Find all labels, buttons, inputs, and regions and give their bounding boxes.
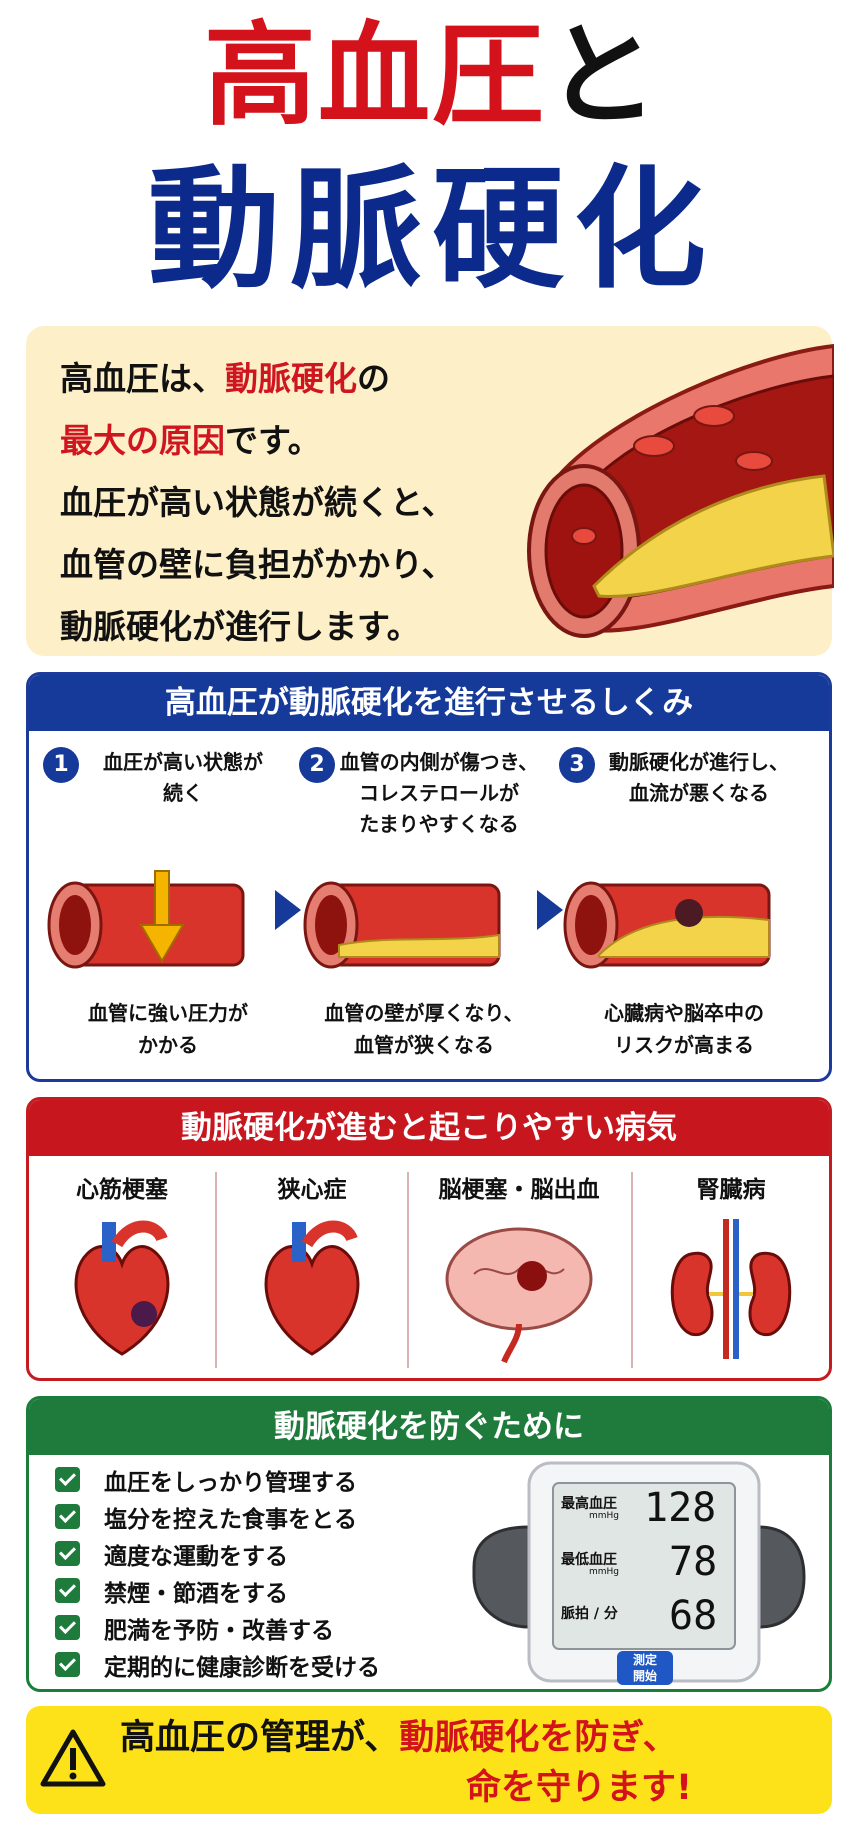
intro-l2a: 最大の原因 [60, 421, 225, 460]
monitor-dia-label: 最低血圧 [561, 1552, 617, 1568]
prevention-item: 適度な運動をする [55, 1535, 380, 1572]
title-arteriosclerosis: 動脈硬化 [148, 153, 716, 307]
prevention-heading: 動脈硬化を防ぐために [29, 1399, 829, 1455]
blood-vessel-cross-section-icon [527, 343, 834, 638]
vessel-blocked-icon [563, 881, 771, 969]
disease-stroke: 脳梗塞・脳出血 [409, 1156, 629, 1378]
prevention-item: 定期的に健康診断を受ける [55, 1646, 380, 1683]
monitor-unit: mmHg [589, 1511, 620, 1521]
prevention-panel: 動脈硬化を防ぐために 血圧をしっかり管理する 塩分を控えた食事をとる 適度な運動… [26, 1396, 832, 1692]
intro-l4: 血管の壁に負担がかかり、 [60, 545, 455, 584]
disease-kidney: 腎臓病 [633, 1156, 829, 1378]
intro-l2b: です。 [225, 421, 321, 460]
footer-line-1: 高血圧の管理が、動脈硬化を防ぎ、 [120, 1714, 678, 1762]
footer-line-2: 命を守ります! [466, 1768, 692, 1808]
checkbox-icon [55, 1615, 80, 1640]
prevention-item: 禁煙・節酒をする [55, 1572, 380, 1609]
prevention-item: 肥満を予防・改善する [55, 1609, 380, 1646]
blood-pressure-monitor: 最高血圧 mmHg 128 最低血圧 mmHg 78 脈拍 / 分 68 測定 … [469, 1457, 809, 1689]
disease-label: 脳梗塞・脳出血 [438, 1177, 600, 1203]
footer-text-b: 動脈硬化を防ぎ、 [399, 1718, 678, 1758]
disease-label: 心筋梗塞 [76, 1177, 168, 1203]
prevention-item: 塩分を控えた食事をとる [55, 1498, 380, 1535]
step-3-text: 動脈硬化が進行し、 血流が悪くなる [609, 750, 789, 805]
monitor-dia-value: 78 [669, 1539, 718, 1585]
brain-icon [445, 1227, 593, 1364]
title-hypertension: 高血圧 [204, 11, 546, 141]
step-1-text: 血圧が高い状態が 続く [103, 750, 263, 805]
cuff-icon [472, 1461, 806, 1683]
title-to: と [546, 11, 660, 141]
disease-label: 狭心症 [277, 1177, 347, 1203]
checkbox-icon [55, 1652, 80, 1677]
disease-angina: 狭心症 [217, 1156, 407, 1378]
start-button-label-1: 測定 [632, 1653, 657, 1667]
intro-l1c: の [357, 359, 390, 398]
disease-label: 腎臓病 [696, 1177, 766, 1203]
checkbox-icon [55, 1467, 80, 1492]
step-2-caption: 血管の壁が厚くなり、 血管が狭くなる [324, 1001, 524, 1057]
step-1-caption: 血管に強い圧力が かかる [88, 1001, 248, 1057]
step-2-number: 2 [299, 747, 335, 783]
step-1-number: 1 [43, 747, 79, 783]
checkbox-icon [55, 1541, 80, 1566]
prevention-item-text: 血圧をしっかり管理する [104, 1469, 357, 1496]
intro-l1b: 動脈硬化 [225, 359, 357, 398]
prevention-item-text: 適度な運動をする [104, 1543, 288, 1570]
prevention-item-text: 塩分を控えた食事をとる [104, 1506, 357, 1533]
prevention-item-text: 肥満を予防・改善する [104, 1617, 334, 1644]
intro-l3: 血圧が高い状態が続くと、 [60, 483, 455, 522]
divider [407, 1172, 409, 1368]
diseases-panel: 動脈硬化が進むと起こりやすい病気 心筋梗塞 狭心症 脳梗塞・脳出血 [26, 1097, 832, 1381]
step-2: 2 血管の内側が傷つき、 コレステロールが たまりやすくなる 血管の壁が厚くなり… [299, 747, 549, 1057]
prevention-list: 血圧をしっかり管理する 塩分を控えた食事をとる 適度な運動をする 禁煙・節酒をす… [55, 1461, 380, 1683]
mechanism-panel: 高血圧が動脈硬化を進行させるしくみ 1 血圧が高い状態が 続く 血管に強い圧力が… [26, 672, 832, 1082]
warning-icon [40, 1729, 106, 1787]
step-2-text: 血管の内側が傷つき、 コレステロールが たまりやすくなる [339, 750, 539, 836]
heart-icon [264, 1220, 360, 1356]
monitor-sys-value: 128 [644, 1485, 717, 1531]
step-1: 1 血圧が高い状態が 続く 血管に強い圧力が かかる [43, 747, 293, 1057]
intro-text: 高血圧は、動脈硬化の 最大の原因です。 血圧が高い状態が続くと、 血管の壁に負担… [60, 348, 530, 658]
monitor-pulse-value: 68 [669, 1593, 718, 1639]
footer-banner: 高血圧の管理が、動脈硬化を防ぎ、 命を守ります! [26, 1706, 832, 1814]
disease-myocardial-infarction: 心筋梗塞 [29, 1156, 215, 1378]
intro-panel: 高血圧は、動脈硬化の 最大の原因です。 血圧が高い状態が続くと、 血管の壁に負担… [26, 326, 834, 658]
step-3-caption: 心臓病や脳卒中の リスクが高まる [604, 1001, 764, 1057]
intro-l5: 動脈硬化が進行します。 [60, 607, 420, 646]
intro-l1a: 高血圧は、 [60, 359, 225, 398]
footer-text-a: 高血圧の管理が、 [120, 1718, 400, 1758]
vessel-pressure-icon [47, 870, 245, 969]
start-button-label-2: 開始 [632, 1669, 657, 1683]
checkbox-icon [55, 1504, 80, 1529]
diseases-heading: 動脈硬化が進むと起こりやすい病気 [29, 1100, 829, 1156]
divider [215, 1172, 217, 1368]
monitor-unit: mmHg [589, 1567, 620, 1577]
title-line-1: 高血圧と [0, 6, 864, 146]
monitor-pulse-label: 脈拍 / 分 [561, 1606, 618, 1622]
prevention-item: 血圧をしっかり管理する [55, 1461, 380, 1498]
step-3-number: 3 [559, 747, 595, 783]
kidney-icon [670, 1219, 792, 1359]
divider [631, 1172, 633, 1368]
vessel-plaque-icon [303, 881, 501, 969]
monitor-start-button[interactable]: 測定 開始 [617, 1651, 673, 1685]
step-3: 3 動脈硬化が進行し、 血流が悪くなる 心臓病や脳卒中の リスクが高まる [559, 747, 809, 1057]
step-arrow-2 [537, 890, 563, 930]
mechanism-heading: 高血圧が動脈硬化を進行させるしくみ [29, 675, 829, 731]
heart-infarction-icon [74, 1220, 170, 1356]
prevention-item-text: 禁煙・節酒をする [104, 1580, 288, 1607]
monitor-sys-label: 最高血圧 [561, 1496, 617, 1512]
prevention-item-text: 定期的に健康診断を受ける [104, 1654, 380, 1681]
checkbox-icon [55, 1578, 80, 1603]
step-arrow-1 [275, 890, 301, 930]
